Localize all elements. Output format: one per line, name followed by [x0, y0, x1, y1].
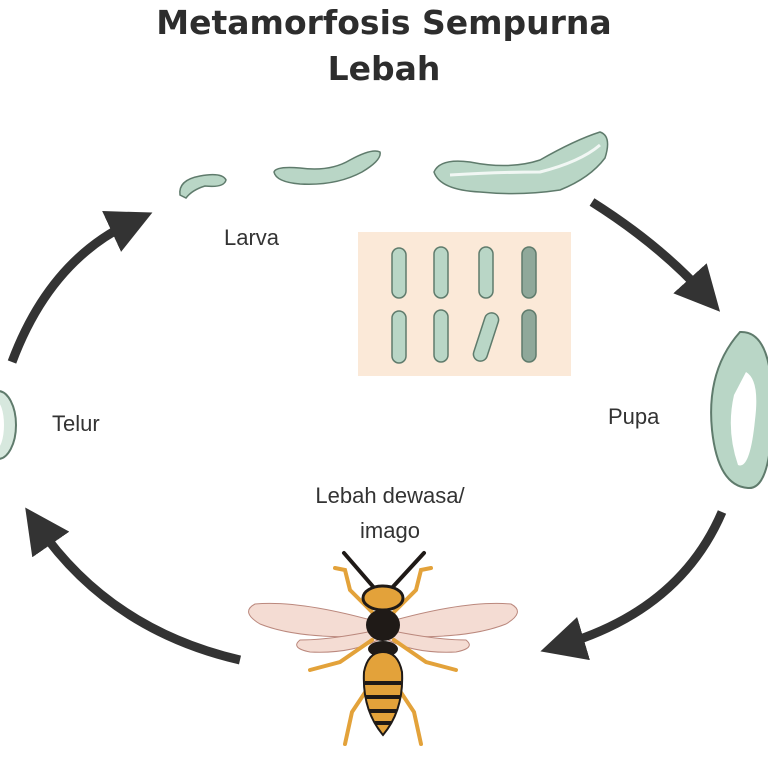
arrow-larva-to-pupa [589, 198, 721, 312]
title-line-1: Metamorfosis Sempurna [156, 3, 611, 42]
egg-illustration [0, 390, 17, 460]
label-adult-line-1: Lebah dewasa/ [315, 483, 465, 508]
larva-growth-illustration [179, 131, 609, 199]
title-line-2: Lebah [328, 49, 441, 88]
arrow-adult-to-egg [25, 507, 242, 665]
arrow-pupa-to-adult [540, 510, 727, 661]
adult-bee-illustration [248, 551, 518, 746]
arrow-egg-to-larva [7, 211, 153, 364]
label-adult-line-2: imago [360, 518, 420, 543]
label-larva: Larva [224, 225, 280, 250]
label-pupa: Pupa [608, 404, 660, 429]
larva-inset-panel [358, 232, 571, 376]
label-egg: Telur [52, 411, 100, 436]
pupa-illustration [710, 330, 768, 490]
